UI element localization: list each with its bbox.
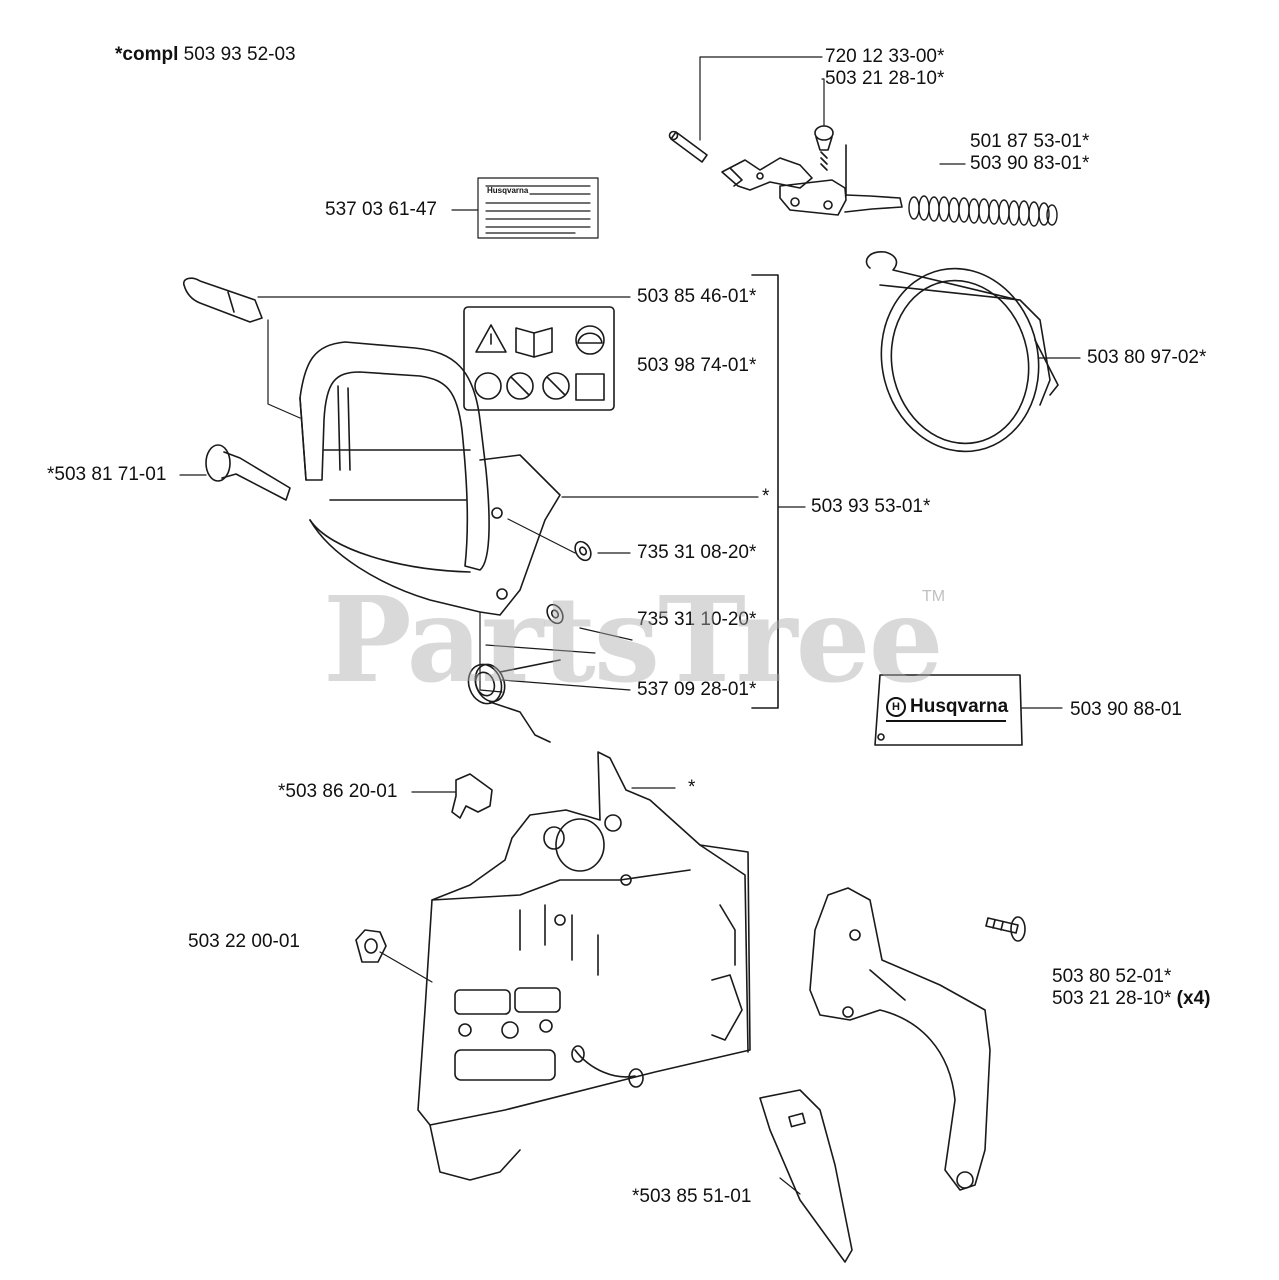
brake-link-drawing xyxy=(721,144,903,216)
screw-x4-drawing xyxy=(985,916,1026,942)
label-plate-drawing xyxy=(477,177,599,239)
part-503-21-28-10-top[interactable]: 503 21 28-10* xyxy=(825,68,945,89)
brand-plate-logo: H Husqvarna xyxy=(886,696,1008,718)
brake-handle-drawing xyxy=(299,341,561,616)
part-720-12-33-00[interactable]: 720 12 33-00* xyxy=(825,46,945,67)
part-735-31-08-20[interactable]: 735 31 08-20* xyxy=(637,542,757,563)
safety-decal-drawing xyxy=(463,306,615,411)
brake-band-drawing xyxy=(865,251,1059,453)
clip-drawing xyxy=(451,773,493,819)
part-503-85-46-01[interactable]: 503 85 46-01* xyxy=(637,286,757,307)
watermark-tm: TM xyxy=(922,588,946,605)
watermark-text: PartsTree xyxy=(323,570,944,709)
nut-drawing xyxy=(355,929,387,963)
part-503-81-71-01[interactable]: *503 81 71-01 xyxy=(47,464,167,485)
part-503-21-28-10-x4-label: 503 21 28-10* (x4) xyxy=(1052,988,1210,1010)
part-503-80-97-02[interactable]: 503 80 97-02* xyxy=(1087,347,1207,368)
leader-lines xyxy=(179,56,1081,1195)
guide-plate-drawing xyxy=(809,887,991,1191)
bolt-short-drawing xyxy=(205,444,291,501)
part-503-80-52-01[interactable]: 503 80 52-01* xyxy=(1052,966,1172,987)
clutch-cover-drawing xyxy=(417,751,751,1181)
part-503-98-74-01[interactable]: 503 98 74-01* xyxy=(637,355,757,376)
part-537-09-28-01[interactable]: 537 09 28-01* xyxy=(637,679,757,700)
part-503-90-83-01[interactable]: 503 90 83-01* xyxy=(970,153,1090,174)
assembly-bracket xyxy=(751,274,779,709)
part-503-86-20-01[interactable]: *503 86 20-01 xyxy=(278,781,398,802)
compl-label: *compl 503 93 52-03 xyxy=(115,44,296,66)
compl-prefix: *compl xyxy=(115,44,179,65)
washer-upper-drawing xyxy=(574,540,592,562)
pin-drawing xyxy=(668,130,708,163)
part-735-31-10-20[interactable]: 735 31 10-20* xyxy=(637,609,757,630)
part-503-93-53-01[interactable]: 503 93 53-01* xyxy=(811,496,931,517)
part-503-22-00-01[interactable]: 503 22 00-01 xyxy=(188,931,300,952)
part-501-87-53-01[interactable]: 501 87 53-01* xyxy=(970,131,1090,152)
brand-plate-drawing xyxy=(874,674,1023,746)
torsion-spring-drawing xyxy=(467,659,561,743)
washer-lower-drawing xyxy=(546,603,564,625)
label-plate-brand: Husqvarna xyxy=(487,186,529,195)
star-marker-mid: * xyxy=(762,486,770,507)
deflector-drawing xyxy=(759,1089,853,1263)
part-503-85-51-01[interactable]: *503 85 51-01 xyxy=(632,1186,752,1207)
part-537-03-61-47[interactable]: 537 03 61-47 xyxy=(325,199,437,220)
part-503-21-28-10-x4[interactable]: 503 21 28-10* xyxy=(1052,988,1172,1009)
quantity-x4: (x4) xyxy=(1176,988,1211,1009)
husqvarna-crown-icon: H xyxy=(886,697,906,717)
part-503-90-88-01[interactable]: 503 90 88-01 xyxy=(1070,699,1182,720)
compl-number: 503 93 52-03 xyxy=(183,44,296,65)
brand-plate-underline xyxy=(886,720,1006,722)
bolt-long-drawing xyxy=(182,277,263,323)
screw-top-drawing xyxy=(814,125,834,171)
brand-plate-text: Husqvarna xyxy=(910,696,1009,717)
spring-drawing xyxy=(908,195,1058,227)
star-marker-low: * xyxy=(688,777,696,798)
